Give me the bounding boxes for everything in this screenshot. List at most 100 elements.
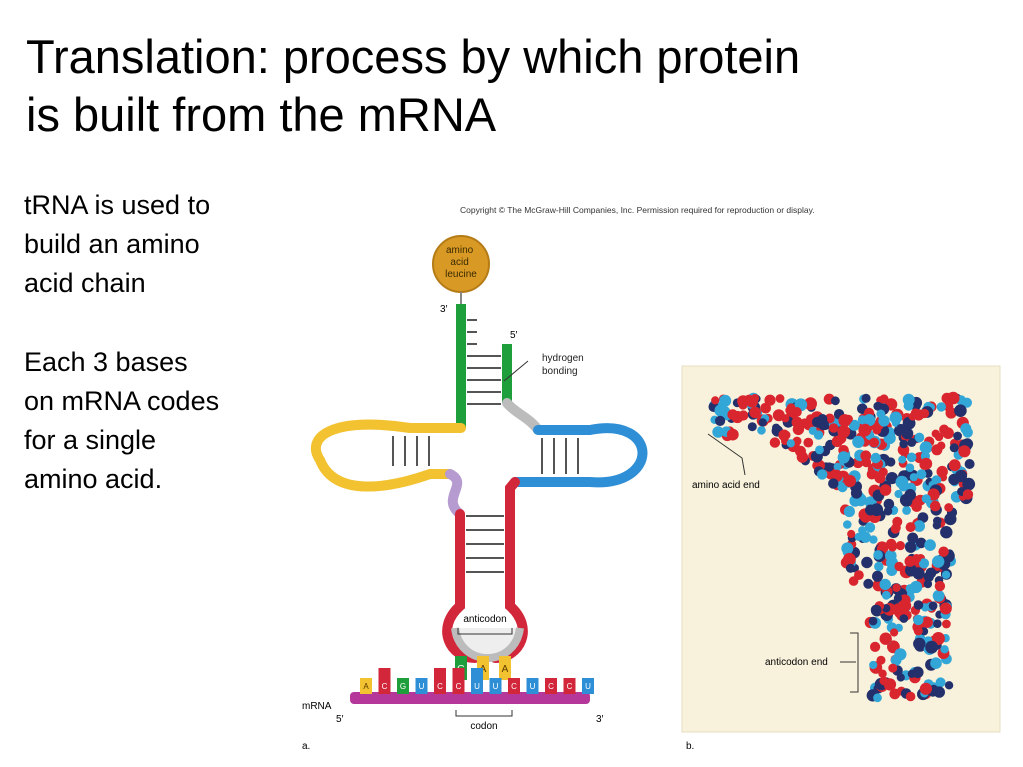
atom	[815, 445, 824, 455]
atom	[873, 693, 882, 703]
atom	[786, 439, 795, 448]
anticodon-loop	[451, 627, 524, 662]
atom	[904, 555, 916, 567]
atom	[848, 576, 859, 586]
atom	[958, 445, 971, 458]
atom	[913, 600, 924, 610]
atom	[858, 423, 872, 437]
atom	[919, 459, 931, 470]
atom	[852, 435, 865, 448]
atom	[921, 616, 933, 628]
atom	[738, 400, 748, 410]
atom	[894, 489, 903, 499]
atom	[905, 463, 915, 473]
atom	[873, 550, 883, 560]
atom	[913, 637, 926, 650]
atom	[727, 409, 738, 420]
atom	[881, 590, 891, 600]
atom	[932, 555, 945, 568]
atom	[937, 441, 946, 450]
trna-cloverleaf: amino acid leucine 3′ 5′ hydrogen bondin…	[302, 235, 648, 752]
atom	[944, 503, 954, 512]
atom	[892, 583, 901, 592]
atom	[857, 415, 868, 425]
atom	[935, 677, 946, 688]
atom	[954, 469, 968, 483]
amino-acid-end-leader	[707, 433, 746, 476]
atom	[824, 462, 834, 472]
atom	[885, 549, 897, 562]
atom	[925, 567, 937, 579]
d-arm-bonds	[392, 436, 430, 466]
three-prime-label: 3′	[440, 304, 448, 315]
atom	[913, 614, 924, 626]
atom	[854, 532, 863, 541]
atom	[931, 632, 945, 645]
atom	[750, 394, 760, 403]
atom	[946, 391, 960, 405]
bullet-text: tRNA is used to build an amino acid chai…	[24, 186, 294, 539]
bullet-line: Each 3 bases	[24, 347, 188, 377]
atom	[913, 520, 925, 532]
atom	[932, 589, 945, 602]
space-filling-model: amino acid end anticodon end b.	[681, 365, 1001, 752]
atom	[879, 632, 892, 645]
atom	[930, 657, 942, 669]
title-line-2: is built from the mRNA	[26, 88, 497, 141]
atom	[921, 494, 931, 504]
atom	[791, 416, 803, 428]
atom	[948, 459, 961, 472]
atom	[936, 465, 948, 478]
atom	[919, 408, 930, 419]
atom	[870, 452, 881, 464]
atom	[775, 394, 785, 403]
atom	[890, 628, 899, 637]
five-prime-label: 5′	[510, 330, 518, 341]
panel-b-label: b.	[686, 741, 694, 752]
atom	[936, 402, 946, 412]
atom	[848, 419, 860, 431]
atom	[833, 462, 842, 471]
mrna-base-letter: U	[493, 682, 499, 691]
atom	[942, 427, 954, 439]
anticodon-base: A	[502, 664, 509, 675]
t-arm	[510, 423, 648, 488]
atom	[928, 601, 938, 611]
atom	[726, 428, 739, 441]
atom	[907, 532, 919, 544]
anticodon-stem-bonds	[466, 515, 504, 573]
atom	[843, 552, 856, 566]
atom	[933, 516, 942, 526]
hydrogen-bonding-label: hydrogen bonding	[542, 353, 586, 377]
hydrogen-bonding-leader	[503, 360, 529, 382]
atom	[940, 526, 953, 539]
atom	[850, 487, 863, 499]
bullet-codon: Each 3 bases on mRNA codes for a single …	[24, 343, 294, 499]
atom	[925, 640, 938, 654]
title-line-1: Translation: process by which protein	[26, 30, 801, 83]
bullet-line: amino acid.	[24, 464, 163, 494]
atom	[738, 410, 749, 421]
atom	[847, 529, 856, 539]
atom	[923, 579, 933, 589]
anticodon-end-bracket	[850, 632, 859, 693]
atom	[949, 443, 959, 453]
atom	[930, 500, 941, 512]
atom	[712, 426, 724, 438]
atom	[841, 542, 854, 555]
atom	[944, 681, 954, 690]
atom	[758, 418, 767, 427]
atom	[747, 422, 757, 432]
atom	[886, 457, 896, 467]
mrna-base	[415, 678, 428, 694]
atom	[870, 604, 882, 616]
panel-a-label: a.	[302, 741, 310, 752]
mrna-base	[452, 668, 465, 694]
atom	[909, 473, 918, 482]
atom	[772, 423, 781, 432]
atom	[898, 455, 907, 464]
atom	[915, 537, 927, 549]
mrna-base-letter: U	[585, 682, 591, 691]
atom	[873, 401, 883, 411]
